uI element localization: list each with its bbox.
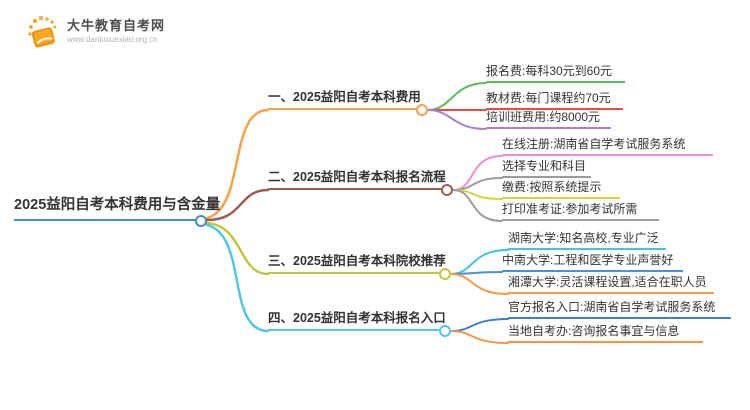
site-logo-text: 大牛教育自考网 www.daniuxuexiao.org.cn [67, 18, 165, 45]
leaf-fee-textbook: 教材费:每门课程约70元 [486, 91, 623, 110]
branch-curve-2 [205, 188, 270, 222]
leaf-entry-local-office: 当地自考办:咨询报名事宜与信息 [508, 324, 703, 343]
leaf-school-csu: 中南大学:工程和医学专业声誉好 [502, 253, 683, 272]
leaf-step-register: 在线注册:湖南省自学考试服务系统 [502, 137, 713, 156]
branch-node-circle-1 [416, 104, 428, 116]
leaf-school-xiangtan-univ: 湘潭大学:灵活课程设置,适合在职人员 [508, 275, 714, 294]
site-title: 大牛教育自考网 [67, 17, 166, 33]
leaf-step-choose-major: 选择专业和科目 [502, 159, 591, 178]
leaf-curve-1-3 [427, 109, 487, 130]
leaf-curve-4-1 [450, 318, 509, 332]
site-url: www.daniuxuexiao.org.cn [67, 34, 158, 44]
root-node-circle [195, 215, 207, 227]
branch-title-1: 一、2025益阳自考本科费用 [268, 89, 421, 110]
branch-title-4: 四、2025益阳自考本科报名入口 [268, 310, 446, 331]
leaf-school-hunan-univ: 湖南大学:知名高校,专业广泛 [508, 231, 666, 250]
leaf-fee-registration: 报名费:每科30元到60元 [486, 64, 625, 83]
site-logo[interactable]: 大牛教育自考网 www.daniuxuexiao.org.cn [26, 12, 165, 50]
leaf-curve-2-1 [452, 155, 503, 191]
branch-curve-3 [205, 221, 270, 276]
branch-node-circle-2 [441, 184, 453, 196]
leaf-curve-1-1 [427, 82, 487, 111]
leaf-step-print-ticket: 打印准考证:参加考试所需 [502, 202, 659, 221]
leaf-curve-3-1 [450, 249, 509, 275]
branch-curve-4 [205, 223, 270, 333]
leaf-curve-2-4 [452, 189, 503, 222]
leaf-curve-4-2 [450, 330, 509, 344]
leaf-entry-official: 官方报名入口:湖南省自学考试服务系统 [508, 300, 731, 319]
leaf-step-pay: 缴费:按照系统提示 [502, 180, 620, 199]
branch-curve-1 [205, 108, 270, 220]
branch-node-circle-4 [439, 325, 451, 337]
branch-title-3: 三、2025益阳自考本科院校推荐 [268, 253, 446, 274]
root-topic: 2025益阳自考本科费用与含金量 [14, 196, 220, 221]
branch-title-2: 二、2025益阳自考本科报名流程 [268, 169, 446, 190]
book-icon [28, 15, 57, 48]
leaf-fee-training: 培训班费用:约8000元 [486, 110, 611, 129]
branch-node-circle-3 [439, 268, 451, 280]
leaf-curve-3-3 [450, 273, 509, 295]
